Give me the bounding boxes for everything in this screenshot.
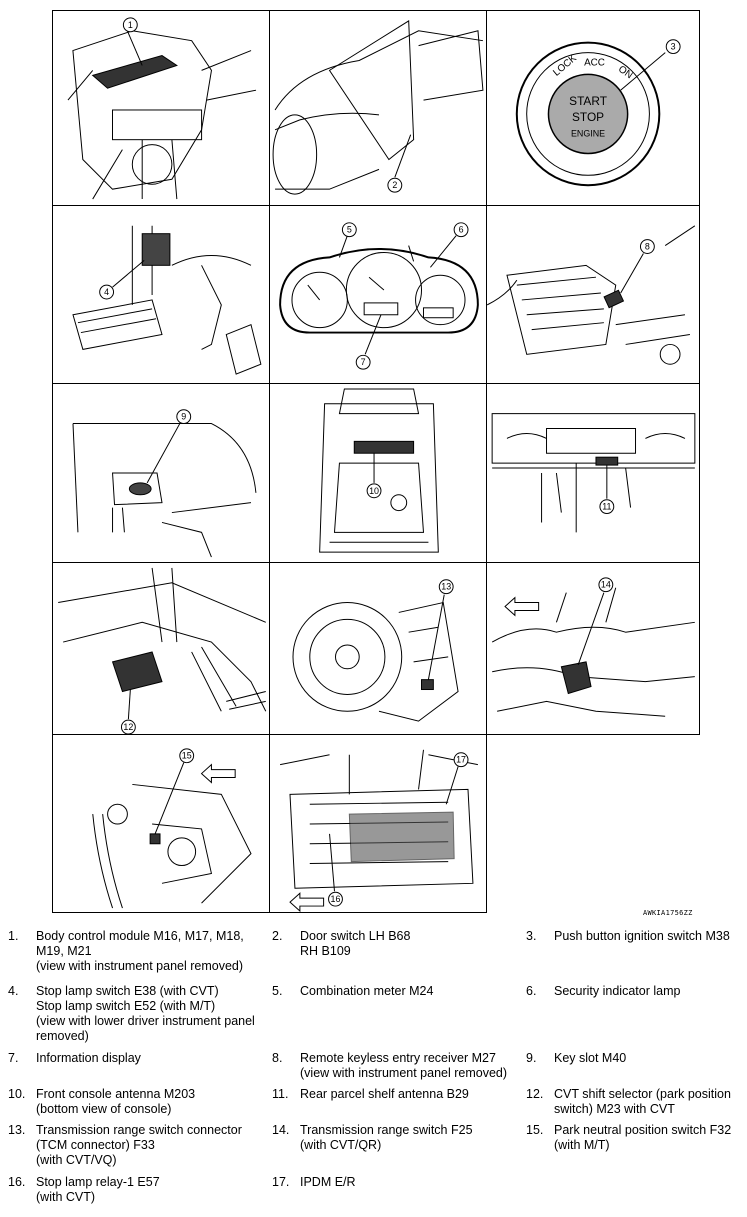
panel-keyless-receiver: 8 [486,205,700,384]
legend-text: Stop lamp relay-1 E57 (with CVT) [36,1175,160,1204]
callout-10: 10 [369,486,379,496]
ignition-start-label: START [569,94,607,108]
callout-14: 14 [601,580,611,590]
legend-text: Transmission range switch connector (TCM… [36,1123,242,1167]
panel-transmission-range-connector: 13 [269,562,487,735]
legend-text: Door switch LH B68 RH B109 [300,929,411,958]
panel-door-switch: 2 [269,10,487,206]
legend-number: 6. [526,984,537,998]
panel-rear-parcel-shelf-antenna: 11 [486,383,700,563]
legend-number: 5. [272,984,283,998]
callout-1: 1 [128,20,133,30]
drawing-id: AWKIA1756ZZ [643,909,693,917]
panel-front-console-antenna: 10 [269,383,487,563]
legend-text: Information display [36,1051,141,1065]
legend-text: Transmission range switch F25 (with CVT/… [300,1123,473,1152]
legend-number: 10. [8,1087,26,1101]
callout-17: 17 [456,755,466,765]
legend-number: 11. [272,1087,289,1101]
legend-text: Push button ignition switch M38 [554,929,730,943]
callout-3: 3 [671,42,676,52]
callout-13: 13 [441,582,451,592]
legend-number: 14. [272,1123,290,1137]
callout-8: 8 [645,242,650,252]
ignition-engine-label: ENGINE [571,129,605,139]
legend-text: IPDM E/R [300,1175,356,1189]
panel-transmission-range-switch: 14 [486,562,700,735]
panel-cvt-shift-selector: 12 [52,562,270,735]
callout-7: 7 [361,357,366,367]
legend-number: 7. [8,1051,19,1065]
legend-text: Rear parcel shelf antenna B29 [300,1087,469,1101]
legend-text: Combination meter M24 [300,984,434,998]
callout-11: 11 [602,502,611,512]
panel-ipdm: 17 16 [269,734,487,913]
legend-text: Security indicator lamp [554,984,681,998]
legend-number: 9. [526,1051,537,1065]
legend-number: 1. [8,929,19,943]
ignition-acc-label: ACC [584,57,605,68]
legend-text: CVT shift selector (park position switch… [554,1087,731,1116]
callout-5: 5 [347,225,352,235]
panel-body-control-module: 1 [52,10,270,206]
panel-ignition-switch: LOCK ACC ON START STOP ENGINE 3 [486,10,700,206]
legend-number: 4. [8,984,19,998]
panel-stop-lamp-switch: 4 [52,205,270,384]
callout-12: 12 [123,722,133,732]
callout-9: 9 [181,412,186,422]
callout-2: 2 [392,180,397,190]
legend-number: 16. [8,1175,26,1189]
callout-6: 6 [459,225,464,235]
legend-number: 17. [272,1175,290,1189]
legend-text: Park neutral position switch F32 (with M… [554,1123,732,1152]
illustration-grid: 1 2 LOCK ACC ON START STOP [52,10,700,913]
legend-text: Front console antenna M203 (bottom view … [36,1087,196,1116]
ignition-stop-label: STOP [572,110,604,124]
callout-15: 15 [182,751,192,761]
legend-number: 8. [272,1051,283,1065]
legend-text: Stop lamp switch E38 (with CVT) Stop lam… [36,984,255,1043]
panel-park-neutral-switch: 15 [52,734,270,913]
callout-16: 16 [331,894,341,904]
legend-text: Key slot M40 [554,1051,627,1065]
callout-4: 4 [104,287,109,297]
panel-combination-meter: 5 6 7 [269,205,487,384]
legend-number: 12. [526,1087,544,1101]
panel-key-slot: 9 [52,383,270,563]
legend-number: 15. [526,1123,544,1137]
legend-text: Body control module M16, M17, M18, M19, … [36,929,244,973]
legend-text: Remote keyless entry receiver M27 (view … [300,1051,508,1080]
legend-number: 13. [8,1123,26,1137]
legend-number: 2. [272,929,283,943]
legend-number: 3. [526,929,537,943]
